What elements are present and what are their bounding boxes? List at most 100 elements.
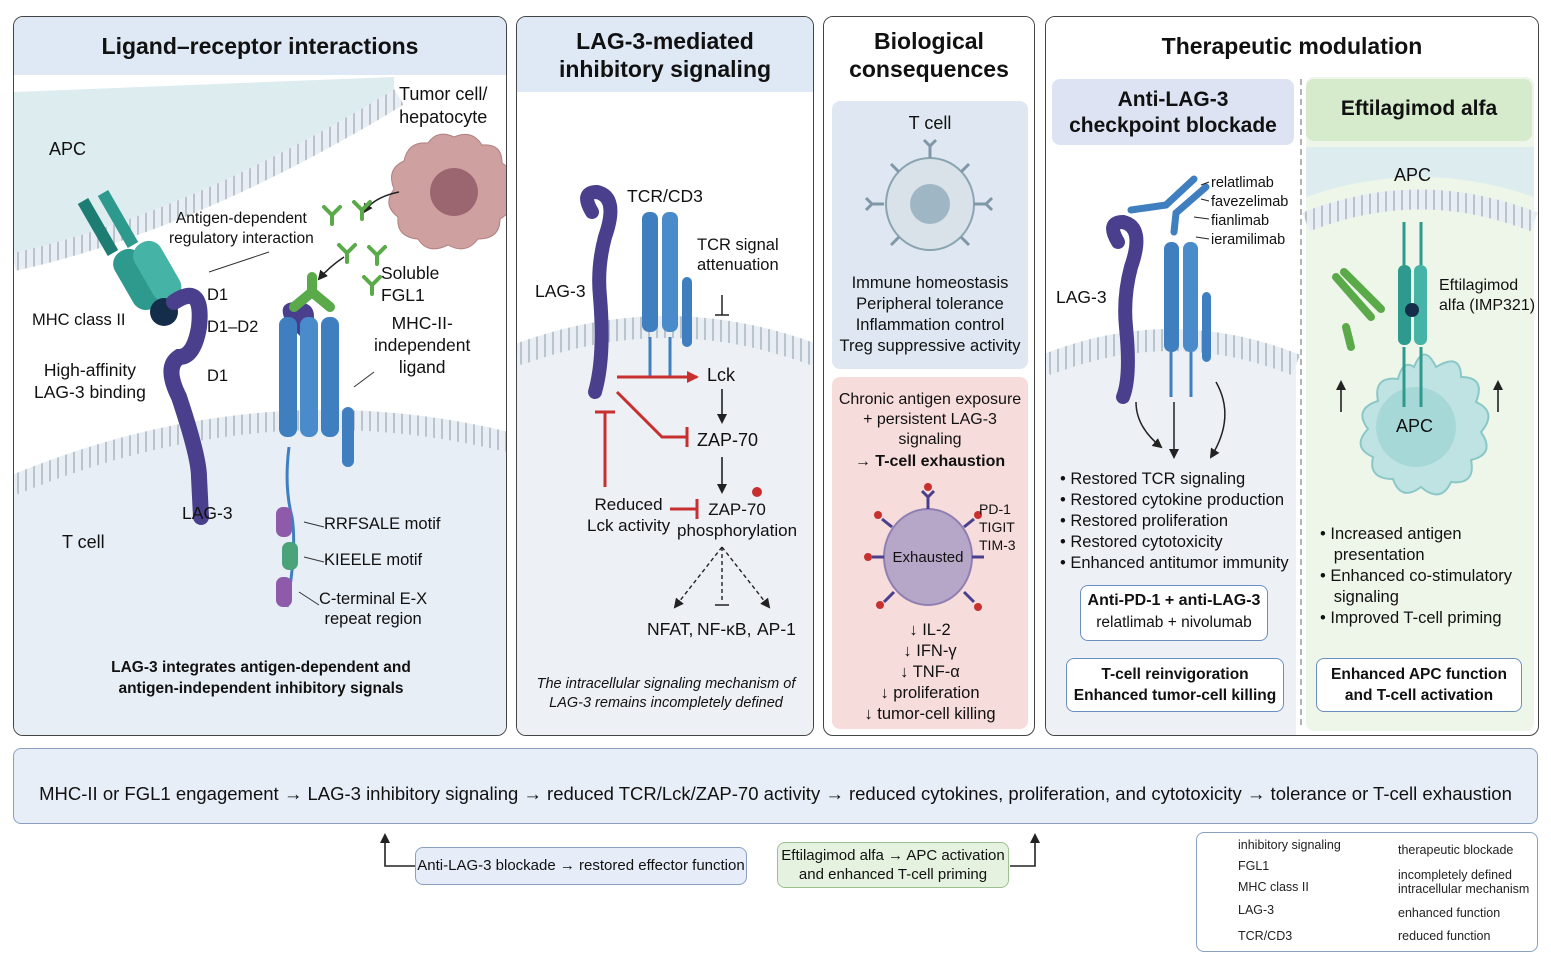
- lag3-receptor: [163, 287, 209, 525]
- panel-inhibitory-signaling: LAG-3-mediated inhibitory signaling TCR/…: [516, 16, 814, 736]
- legend-incomplete: incompletely defined intracellular mecha…: [1398, 868, 1530, 896]
- tcr-attenuation-label: TCR signal attenuation: [697, 236, 779, 274]
- eftilagimod-header: [1306, 79, 1532, 141]
- d1-d2-label: D1–D2: [207, 318, 259, 336]
- increased-item: • Improved T-cell priming: [1320, 609, 1502, 627]
- reduced-item: ↓ IFN-γ: [903, 642, 957, 660]
- pd1-label: PD-1: [979, 501, 1011, 517]
- reduced-item: ↓ TNF-α: [900, 663, 960, 681]
- homeostasis-item: Peripheral tolerance: [856, 295, 1004, 313]
- rrfsale-label: RRFSALE motif: [324, 515, 441, 533]
- lck-label: Lck: [707, 365, 736, 385]
- reduced-outputs-list: ↓ IL-2 ↓ IFN-γ ↓ TNF-α ↓ proliferation ↓…: [824, 620, 1034, 725]
- mhc-eftilagimod: [1398, 222, 1427, 407]
- homeostasis-list: Immune homeostasis Peripheral tolerance …: [824, 273, 1034, 357]
- panel4-title: Therapeutic modulation: [1046, 17, 1538, 75]
- restored-item: • Enhanced antitumor immunity: [1060, 554, 1289, 572]
- tcr-panel4: [1164, 242, 1211, 397]
- ap1-label: AP-1: [757, 619, 796, 639]
- high-affinity-label: High-affinity LAG-3 binding: [34, 360, 146, 402]
- summary-bar: [13, 748, 1538, 824]
- drug-relatlimab: relatlimab: [1211, 175, 1274, 191]
- legend-reduced: reduced function: [1398, 929, 1491, 943]
- drug-fianlimab: fianlimab: [1211, 213, 1270, 229]
- d1-lower-label: D1: [207, 367, 229, 385]
- nfkb-label: NF-κB,: [697, 619, 752, 639]
- lag3-receptor-panel4: [1106, 214, 1144, 404]
- tim3-label: TIM-3: [979, 537, 1016, 553]
- lag3-label-panel4: LAG-3: [1056, 287, 1107, 307]
- lag3-label-panel2: LAG-3: [535, 281, 586, 301]
- combo-box: [1080, 585, 1268, 641]
- lag3-label-panel1: LAG-3: [182, 503, 233, 523]
- exhausted-cell-label: Exhausted: [892, 549, 964, 566]
- antibody-panel4: [1127, 175, 1210, 236]
- panel-ligand-receptor: Ligand–receptor interactions APC Tumor c…: [13, 16, 507, 736]
- tcell-label-panel3: T cell: [908, 113, 952, 133]
- panel-biological-consequences: Biological consequences T cell: [823, 16, 1035, 736]
- mhc-class-ii-label: MHC class II: [32, 311, 126, 329]
- reinvigoration-text: T-cell reinvigoration Enhanced tumor-cel…: [1073, 666, 1277, 704]
- homeostasis-item: Immune homeostasis: [851, 274, 1009, 292]
- increased-item: • Increased antigen presentation: [1320, 525, 1462, 564]
- legend-tcr: TCR/CD3: [1238, 929, 1293, 943]
- nfat-label: NFAT,: [647, 619, 694, 639]
- panel2-diagram: [517, 184, 813, 735]
- blockade-text: Anti-LAG-3 blockade → restored effector …: [417, 857, 745, 874]
- reduced-item: ↓ proliferation: [880, 684, 980, 702]
- antigen-dependent-label: Antigen-dependent regulatory interaction: [169, 210, 314, 247]
- lag3-receptor-panel2: [580, 184, 618, 399]
- legend-inhibitory: inhibitory signaling: [1238, 838, 1341, 852]
- tigit-label: TIGIT: [979, 519, 1015, 535]
- tcr-cd3-panel2: [642, 212, 692, 377]
- increased-item: • Enhanced co-stimulatory signaling: [1320, 567, 1512, 606]
- reduced-item: ↓ tumor-cell killing: [864, 705, 996, 723]
- c-terminal-label: C-terminal E-X repeat region: [319, 590, 428, 628]
- enhanced-apc-text: Enhanced APC function and T-cell activat…: [1331, 666, 1507, 704]
- soluble-fgl1-label: Soluble FGL1: [381, 263, 440, 305]
- exhaustion-label: → T-cell exhaustion: [854, 453, 1006, 470]
- d1-label: D1: [207, 286, 229, 304]
- panel2-title: LAG-3-mediated inhibitory signaling: [517, 17, 813, 92]
- restored-item: • Restored proliferation: [1060, 512, 1229, 530]
- zap70-label: ZAP-70: [697, 430, 759, 450]
- panel1-footer: LAG-3 integrates antigen-dependent and a…: [111, 659, 411, 697]
- tcr-complex-panel1: [276, 272, 354, 608]
- legend-lag3: LAG-3: [1238, 903, 1275, 917]
- legend: [1196, 832, 1538, 952]
- anti-lag3-title: Anti-LAG-3 checkpoint blockade: [1069, 88, 1277, 137]
- apc-membrane-panel4: [1302, 189, 1538, 232]
- restored-item: • Restored cytotoxicity: [1060, 533, 1223, 551]
- panel3-title: Biological consequences: [824, 17, 1034, 92]
- legend-enhanced: enhanced function: [1398, 906, 1501, 920]
- increased-list: • Increased antigen presentation • Enhan…: [1320, 524, 1512, 629]
- eftilagimod-text: Eftilagimod alfa → APC activation and en…: [781, 847, 1005, 883]
- apc-cell-label: APC: [1396, 416, 1434, 436]
- combo-subtitle: relatlimab + nivolumab: [1096, 614, 1252, 631]
- restored-item: • Restored TCR signaling: [1060, 470, 1246, 488]
- drug-ieramilimab: ieramilimab: [1211, 232, 1286, 248]
- panel3-diagram: [832, 138, 1028, 729]
- eftilagimod-molecule: [1332, 268, 1385, 351]
- reduced-item: ↓ IL-2: [909, 621, 951, 639]
- legend-fgl1: FGL1: [1238, 859, 1270, 873]
- apc-label: APC: [49, 139, 87, 159]
- panel2-footer: The intracellular signaling mechanism of…: [536, 676, 796, 711]
- restored-list: • Restored TCR signaling • Restored cyto…: [1060, 469, 1289, 574]
- apc-membrane: [14, 89, 404, 271]
- homeostasis-item: Inflammation control: [855, 316, 1005, 334]
- reinvigoration-box: [1066, 658, 1284, 712]
- restored-item: • Restored cytokine production: [1060, 491, 1285, 509]
- tumor-label: Tumor cell/ hepatocyte: [399, 84, 488, 127]
- zap70-phosphorylation-label: ZAP-70 phosphorylation: [677, 500, 798, 540]
- tcell-label-panel1: T cell: [62, 532, 105, 552]
- drug-favezelimab: favezelimab: [1211, 194, 1289, 210]
- anti-lag3-header: [1052, 79, 1294, 145]
- enhanced-apc-box: [1316, 658, 1522, 712]
- homeostasis-item: Treg suppressive activity: [839, 337, 1021, 355]
- fgl1-molecules: [322, 200, 387, 296]
- apc-label-panel4: APC: [1394, 165, 1432, 185]
- combo-title: Anti-PD-1 + anti-LAG-3: [1087, 592, 1261, 609]
- chronic-exposure-label: Chronic antigen exposure + persistent LA…: [838, 391, 1022, 448]
